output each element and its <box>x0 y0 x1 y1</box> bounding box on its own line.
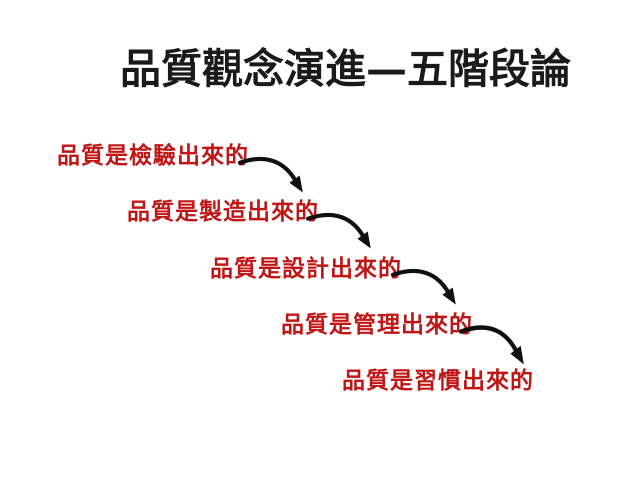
slide-title: 品質觀念演進—五階段論 <box>120 45 571 93</box>
curved-arrow-3 <box>391 268 456 305</box>
curved-arrow-2 <box>306 212 371 249</box>
stage-label-management: 品質是管理出來的 <box>281 311 473 338</box>
curved-arrow-4 <box>459 325 524 365</box>
stage-label-design: 品質是設計出來的 <box>210 255 402 282</box>
curved-arrow-1 <box>238 156 303 193</box>
stage-label-habit: 品質是習慣出來的 <box>342 367 534 394</box>
stage-label-inspection: 品質是檢驗出來的 <box>57 142 249 169</box>
stage-label-manufacturing: 品質是製造出來的 <box>127 198 319 225</box>
